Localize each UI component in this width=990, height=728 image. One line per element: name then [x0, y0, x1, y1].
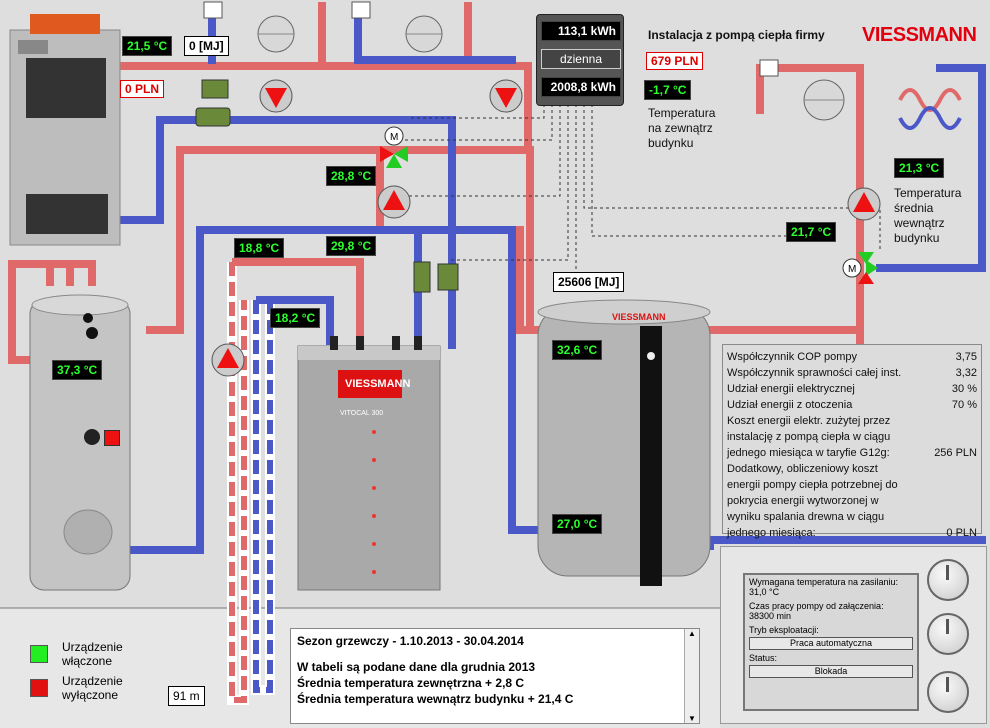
buffer-logo: VIESSMANN — [612, 312, 666, 322]
dhw-temp-knob[interactable] — [927, 671, 969, 713]
stats-row: Udział energii z otoczenia 70 % — [723, 397, 981, 413]
boiler — [9, 14, 121, 246]
stats-label: Koszt energii elektr. zużytej przez — [727, 415, 891, 427]
hp-inlet-temp: 18,8 °C — [234, 238, 285, 258]
season-line-3: Średnia temperatura wewnątrz budynku + 2… — [297, 692, 574, 706]
controller-panel: Wymagana temperatura na zasilaniu: 31,0 … — [720, 546, 987, 724]
day-temp-knob[interactable] — [927, 559, 969, 601]
night-temp-knob[interactable] — [927, 613, 969, 655]
status-field: Blokada — [749, 665, 913, 678]
buffer-bottom-temp: 27,0 °C — [552, 514, 603, 534]
stats-row: Współczynnik COP pompy 3,75 — [723, 349, 981, 365]
stats-value: 256 PLN — [934, 447, 977, 459]
stats-label: jednego miesiąca w taryfie G12g: — [727, 447, 890, 459]
stats-label: pokrycia energii wytworzonej w — [727, 495, 879, 507]
stats-row: energii pompy ciepła potrzebnej do — [723, 477, 981, 493]
stats-value: 70 % — [951, 399, 977, 411]
stats-row: Koszt energii elektr. zużytej przez — [723, 413, 981, 429]
legend-off-swatch — [30, 679, 48, 697]
req-temp-value: 31,0 °C — [749, 587, 780, 597]
boiler-temp-display: 21,5 °C — [122, 36, 173, 56]
stats-value: 30 % — [951, 383, 977, 395]
ground-return-temp: 18,2 °C — [270, 308, 321, 328]
heat-pump-unit — [297, 336, 441, 591]
season-title: Sezon grzewczy - 1.10.2013 - 30.04.2014 — [297, 634, 524, 648]
season-line-2: Średnia temperatura zewnętrzna + 2,8 C — [297, 676, 525, 690]
season-line-1: W tabeli są podane dane dla grudnia 2013 — [297, 660, 536, 674]
buffer-top-temp: 32,6 °C — [552, 340, 603, 360]
tariff-display: dzienna — [541, 49, 621, 69]
stats-row: Udział energii elektrycznej 30 % — [723, 381, 981, 397]
kwh-top: 113,1 kWh — [541, 21, 621, 41]
stats-label: energii pompy ciepła potrzebnej do — [727, 479, 898, 491]
season-scrollbar[interactable]: ▲ ▼ — [684, 629, 699, 723]
stats-row: pokrycia energii wytworzonej w — [723, 493, 981, 509]
scroll-up-icon[interactable]: ▲ — [688, 629, 696, 638]
status-label: Status: — [749, 653, 778, 663]
scroll-down-icon[interactable]: ▼ — [688, 714, 696, 723]
svg-text:M: M — [848, 264, 856, 275]
kwh-bottom: 2008,8 kWh — [541, 77, 621, 97]
outdoor-temp-display: -1,7 °C — [644, 80, 692, 100]
dhw-heater-status — [104, 430, 120, 446]
season-notes[interactable]: Sezon grzewczy - 1.10.2013 - 30.04.2014 … — [290, 628, 700, 724]
stats-label: Dodatkowy, obliczeniowy koszt — [727, 463, 878, 475]
stats-row: jednego miesiąca: 0 PLN — [723, 525, 981, 541]
stats-label: Współczynnik sprawności całej inst. — [727, 367, 902, 379]
brand-logo: VIESSMANN — [862, 24, 977, 46]
stats-row: instalację z pompą ciepła w ciągu — [723, 429, 981, 445]
stats-label: Udział energii elektrycznej — [727, 383, 855, 395]
boiler-energy-display: 0 [MJ] — [184, 36, 229, 56]
mode-button[interactable]: Praca automatyczna — [749, 637, 913, 650]
legend-on-swatch — [30, 645, 48, 663]
total-cost: 679 PLN — [646, 52, 704, 70]
run-time-label: Czas pracy pompy od załączenia: — [749, 601, 884, 611]
req-temp-label: Wymagana temperatura na zasilaniu: — [749, 577, 898, 587]
stats-row: wyniku spalania drewna w ciągu — [723, 509, 981, 525]
stats-label: wyniku spalania drewna w ciągu — [727, 511, 885, 523]
stats-row: Dodatkowy, obliczeniowy koszt — [723, 461, 981, 477]
stats-label: Współczynnik COP pompy — [727, 351, 858, 363]
pump-icons — [211, 79, 881, 377]
page-title: Instalacja z pompą ciepła firmy — [648, 28, 825, 42]
dhw-tank-temp: 37,3 °C — [52, 360, 103, 380]
mix-supply-temp: 28,8 °C — [326, 166, 377, 186]
stats-label: instalację z pompą ciepła w ciągu — [727, 431, 891, 443]
stats-label: jednego miesiąca: — [727, 527, 816, 539]
right-loop-temp: 21,7 °C — [786, 222, 837, 242]
indoor-temp-display: 21,3 °C — [894, 158, 945, 178]
depth-display: 91 m — [168, 686, 205, 706]
svg-text:M: M — [390, 132, 398, 143]
run-time-value: 38300 min — [749, 611, 792, 621]
energy-meter: 113,1 kWh dzienna 2008,8 kWh — [536, 14, 624, 106]
buffer-tank — [537, 299, 711, 586]
stats-value: 3,32 — [955, 367, 977, 379]
mode-label: Tryb eksploatacji: — [749, 625, 819, 635]
heat-meter-display: 25606 [MJ] — [553, 272, 625, 292]
stats-label: Udział energii z otoczenia — [727, 399, 853, 411]
stats-row: jednego miesiąca w taryfie G12g: 256 PLN — [723, 445, 981, 461]
stats-row: Współczynnik sprawności całej inst. 3,32 — [723, 365, 981, 381]
boiler-cost: 0 PLN — [120, 80, 165, 98]
stats-value: 3,75 — [955, 351, 977, 363]
hp-outlet-temp: 29,8 °C — [326, 236, 377, 256]
heatpump-logo: VIESSMANN — [345, 378, 411, 390]
controller-display: Wymagana temperatura na zasilaniu: 31,0 … — [743, 573, 919, 711]
heatpump-model: VITOCAL 300 — [340, 410, 384, 417]
stats-value: 0 PLN — [946, 527, 977, 539]
